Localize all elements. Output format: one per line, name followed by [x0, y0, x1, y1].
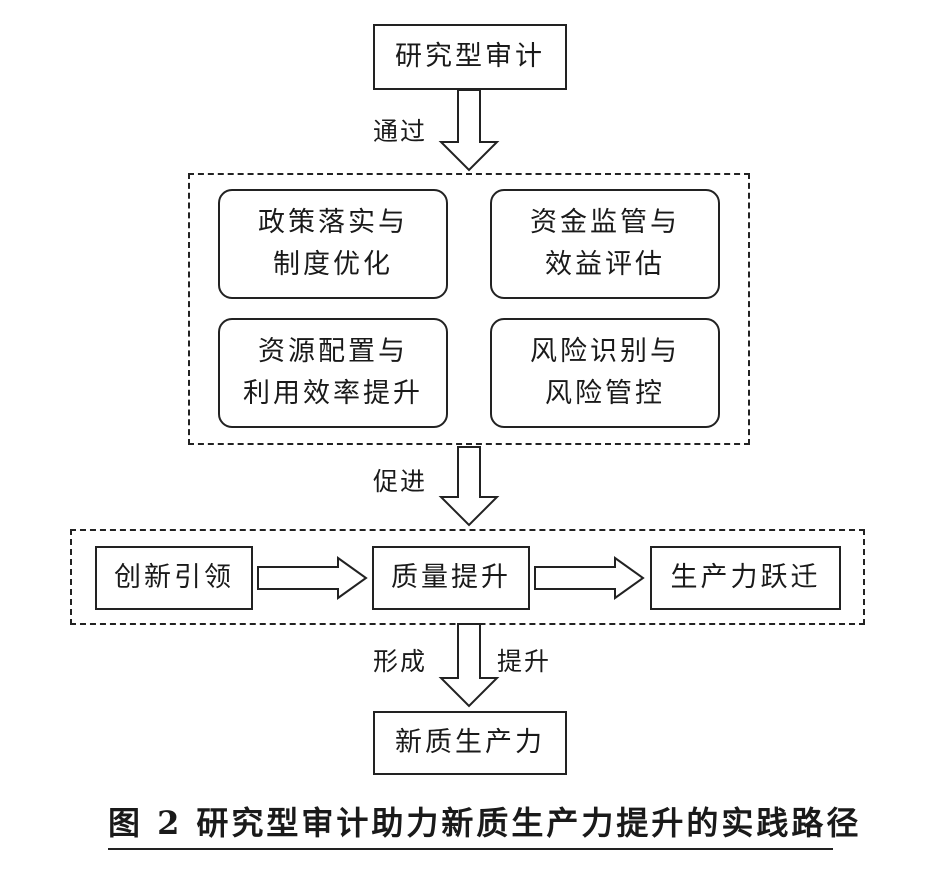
productivity-chain-group	[70, 529, 865, 625]
node-research-audit-label: 研究型审计	[395, 41, 545, 73]
node-fund-line1: 资金监管与	[530, 207, 680, 239]
node-fund-line2: 效益评估	[545, 249, 665, 280]
node-new-quality-label: 新质生产力	[395, 727, 545, 759]
edge-label-enhance: 提升	[497, 647, 552, 676]
node-policy-implementation: 政策落实与 制度优化	[218, 189, 448, 299]
node-resource-line1: 资源配置与	[258, 336, 408, 368]
node-fund-supervision: 资金监管与 效益评估	[490, 189, 720, 299]
figure-title: 研究型审计助力新质生产力提升的实践路径	[196, 804, 862, 842]
edge-label-promote: 促进	[373, 467, 428, 496]
node-policy-line1: 政策落实与	[258, 207, 408, 239]
node-risk-line2: 风险管控	[545, 378, 665, 409]
node-quality-improvement: 质量提升	[372, 546, 530, 610]
node-new-quality-productivity: 新质生产力	[373, 711, 567, 775]
node-resource-allocation: 资源配置与 利用效率提升	[218, 318, 448, 428]
node-quality-label: 质量提升	[391, 562, 511, 594]
node-innovation-label: 创新引领	[114, 562, 234, 594]
arrow-down-promote	[438, 446, 500, 527]
node-resource-line2: 利用效率提升	[243, 378, 423, 409]
node-innovation-lead: 创新引领	[95, 546, 253, 610]
arrow-down-form	[438, 623, 500, 708]
node-risk-identification: 风险识别与 风险管控	[490, 318, 720, 428]
node-research-audit: 研究型审计	[373, 24, 567, 90]
node-risk-line1: 风险识别与	[530, 336, 680, 368]
node-productivity-leap: 生产力跃迁	[650, 546, 841, 610]
figure-number: 图 2	[108, 804, 183, 842]
arrow-right-2	[534, 556, 645, 600]
audit-functions-group	[188, 173, 750, 445]
node-policy-line2: 制度优化	[273, 249, 393, 280]
arrow-down-through	[438, 89, 500, 172]
edge-label-through: 通过	[373, 117, 428, 146]
node-productivity-label: 生产力跃迁	[670, 562, 821, 594]
arrow-right-1	[257, 556, 368, 600]
edge-label-form: 形成	[373, 647, 428, 676]
